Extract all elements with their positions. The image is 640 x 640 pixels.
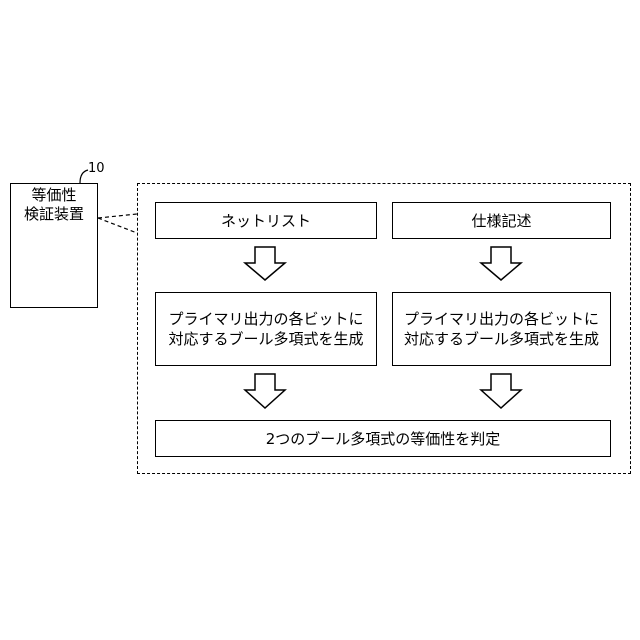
- down-arrow-icon: [481, 374, 521, 408]
- down-arrow-icon: [481, 247, 521, 280]
- reference-leader-line: [80, 170, 88, 183]
- callout-line-top: [98, 214, 137, 218]
- down-arrow-icon: [245, 374, 285, 408]
- down-arrow-icon: [245, 247, 285, 280]
- callout-line-bottom: [98, 218, 137, 233]
